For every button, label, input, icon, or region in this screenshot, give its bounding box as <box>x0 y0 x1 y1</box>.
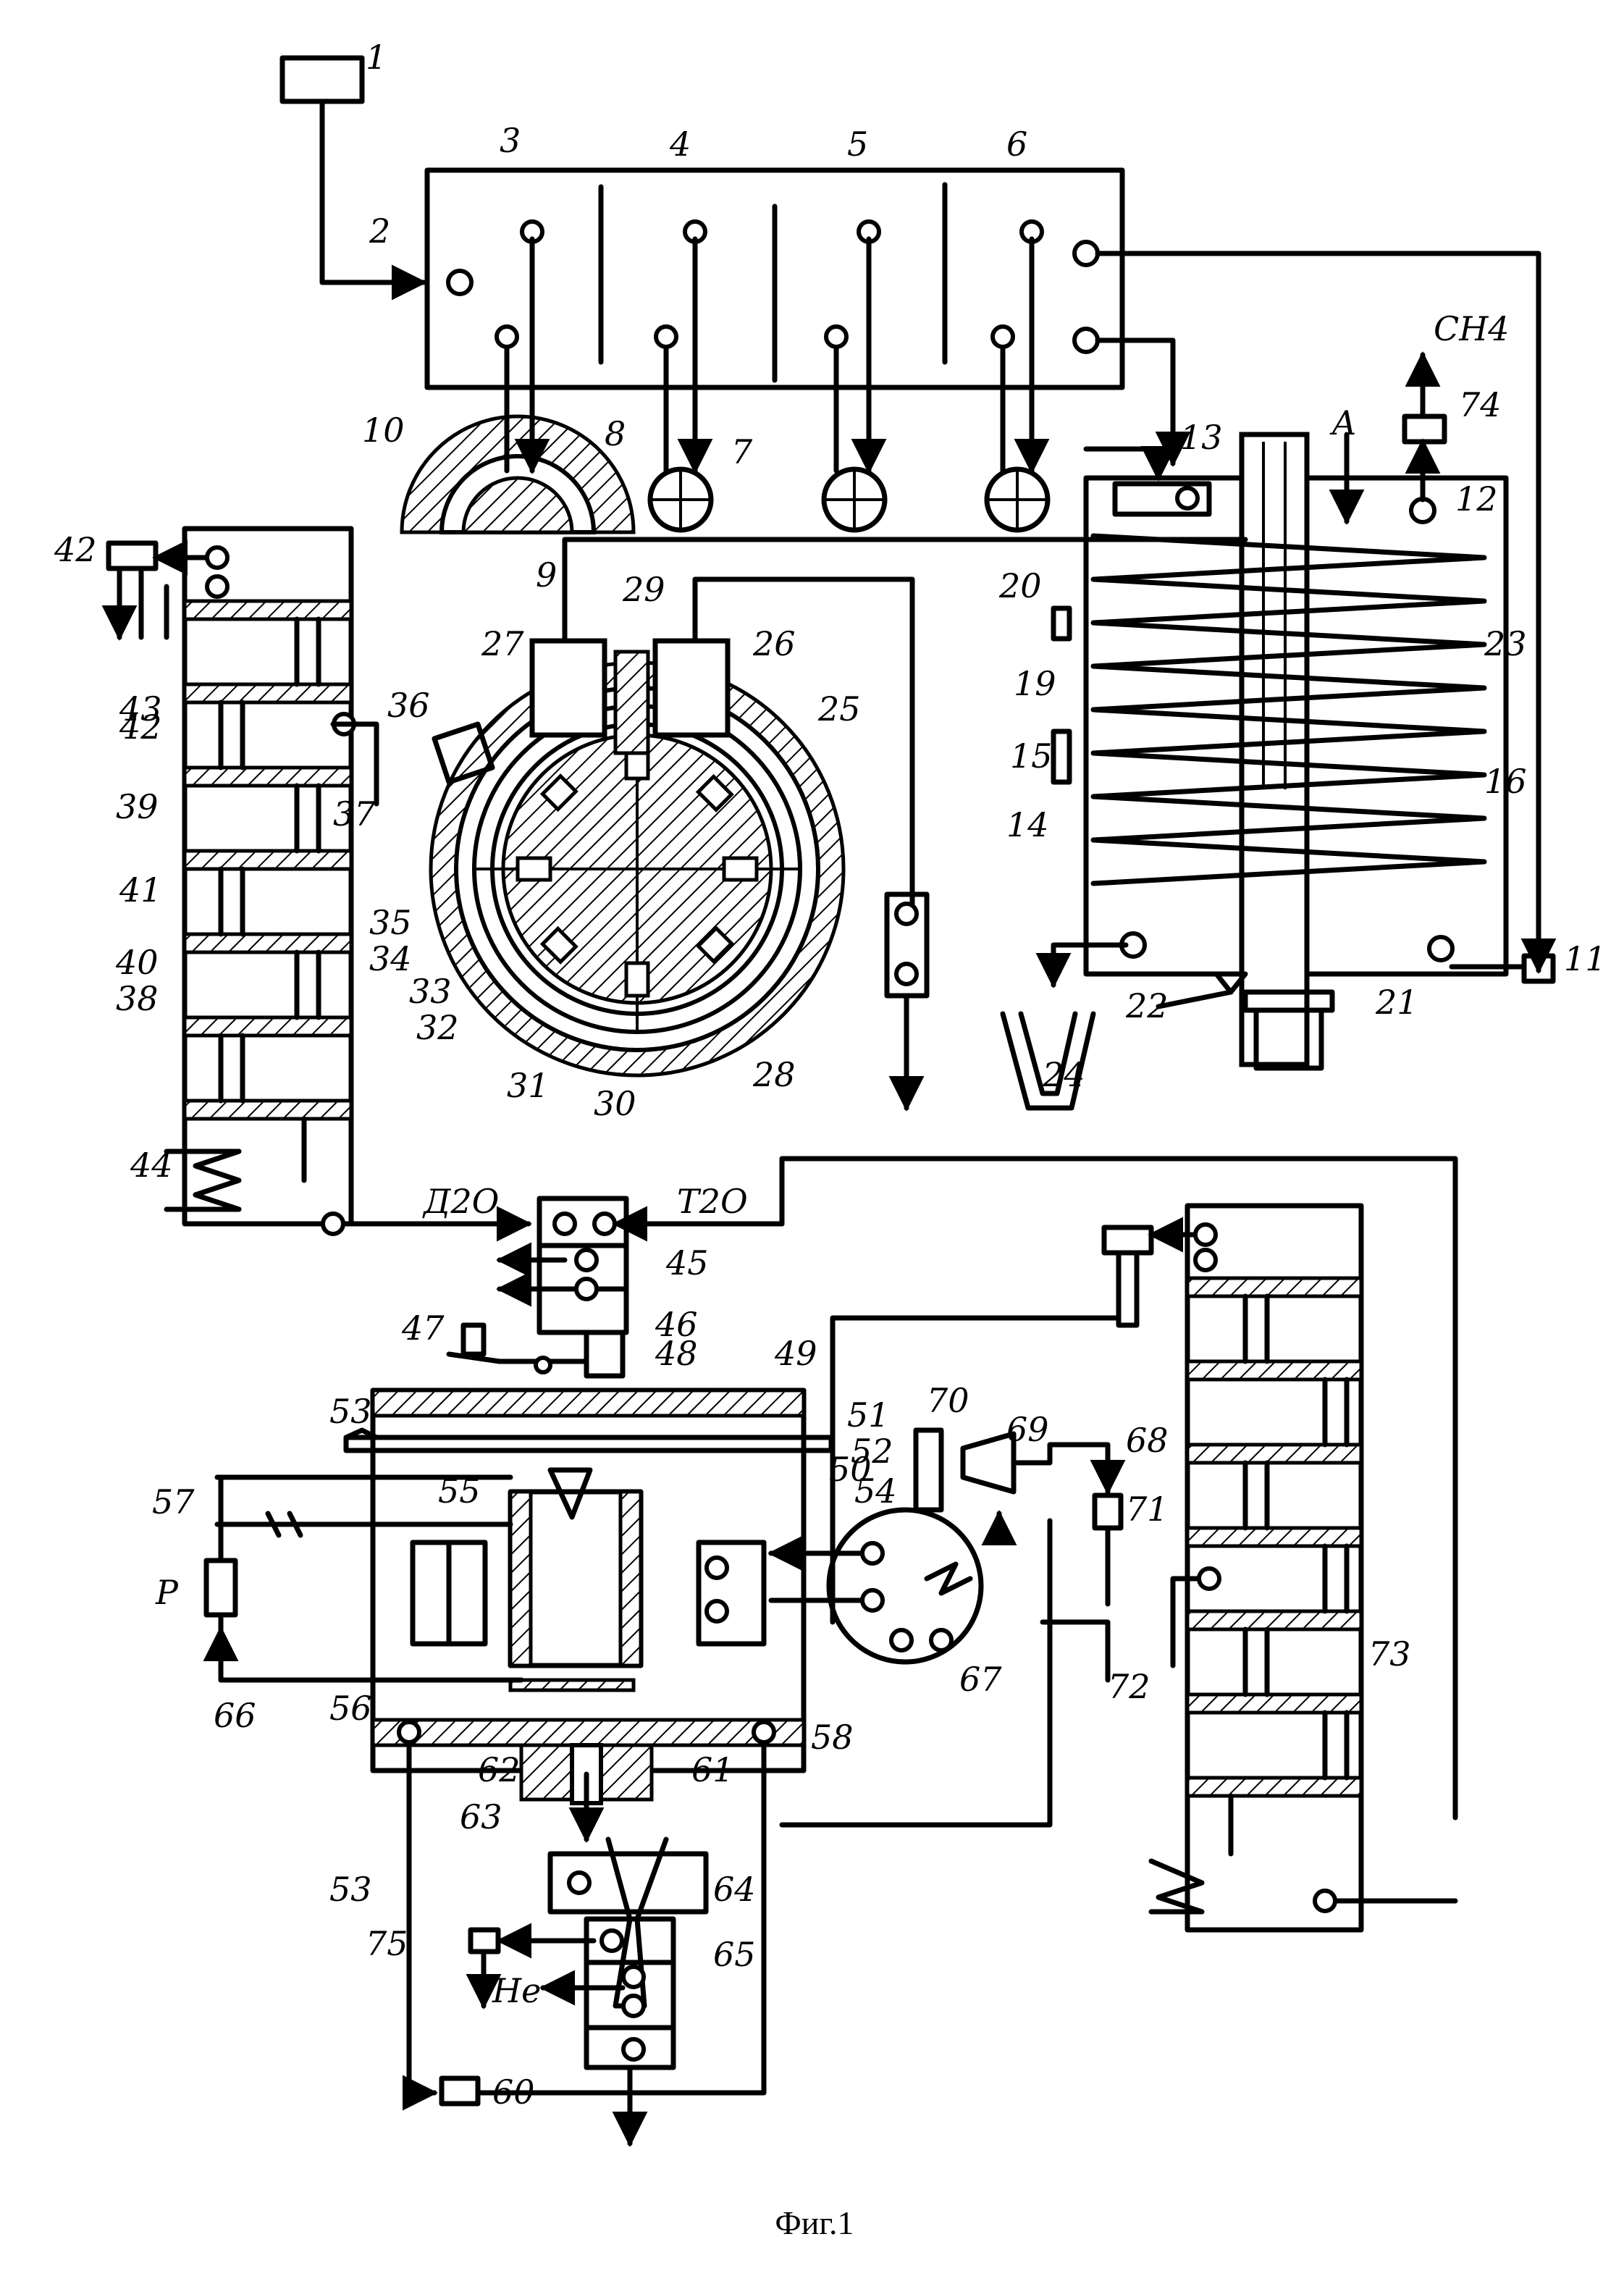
label-66: 66 <box>214 1696 256 1735</box>
label-58: 58 <box>811 1718 854 1757</box>
label-ch4: CH4 <box>1434 309 1510 348</box>
label-71: 71 <box>1126 1490 1169 1529</box>
label-24: 24 <box>1042 1055 1085 1094</box>
label-he: He <box>492 1971 541 2010</box>
label-14: 14 <box>1006 805 1049 844</box>
label-10: 10 <box>362 411 405 450</box>
label-56: 56 <box>329 1689 372 1728</box>
contacts-7 <box>650 239 1048 530</box>
label-20: 20 <box>998 566 1042 605</box>
label-7: 7 <box>731 432 753 471</box>
column-73 <box>1104 1206 1455 1930</box>
label-P: P <box>155 1573 179 1612</box>
label-47: 47 <box>401 1309 445 1348</box>
label-72: 72 <box>1108 1667 1150 1706</box>
label-57: 57 <box>152 1482 195 1521</box>
label-55: 55 <box>438 1471 481 1511</box>
label-73: 73 <box>1368 1634 1411 1674</box>
label-15: 15 <box>1010 736 1053 776</box>
label-6: 6 <box>1006 125 1027 164</box>
label-53a: 53 <box>329 1392 372 1431</box>
label-A: A <box>1329 403 1356 442</box>
label-33: 33 <box>409 972 452 1011</box>
label-74: 74 <box>1459 385 1502 424</box>
reactor-12 <box>1053 355 1553 1068</box>
label-65: 65 <box>713 1935 756 1974</box>
label-23: 23 <box>1484 624 1527 663</box>
label-16: 16 <box>1484 762 1527 801</box>
label-49: 49 <box>774 1334 817 1373</box>
label-5: 5 <box>847 125 868 164</box>
label-30: 30 <box>594 1084 636 1123</box>
label-70: 70 <box>927 1381 969 1420</box>
label-8: 8 <box>605 414 626 453</box>
label-37: 37 <box>333 794 376 833</box>
label-39: 39 <box>116 787 159 826</box>
label-75: 75 <box>366 1924 408 1963</box>
label-d2o: Д2О <box>422 1182 499 1221</box>
figure-caption: Фиг.1 <box>775 2204 854 2241</box>
label-60: 60 <box>492 2073 535 2112</box>
label-69: 69 <box>1006 1410 1049 1449</box>
label-32: 32 <box>416 1008 459 1047</box>
source-block-1 <box>282 58 424 282</box>
label-1: 1 <box>366 38 387 77</box>
label-28: 28 <box>752 1055 796 1094</box>
label-41: 41 <box>119 870 162 910</box>
label-44: 44 <box>130 1146 173 1185</box>
label-3: 3 <box>500 121 521 160</box>
label-25: 25 <box>817 689 861 728</box>
reference-labels: 1 2 3 4 5 6 7 8 9 10 11 12 13 14 15 16 1… <box>54 38 1607 2112</box>
label-40: 40 <box>115 943 159 982</box>
label-38: 38 <box>116 979 159 1018</box>
label-t2o: T2O <box>677 1182 748 1221</box>
label-22: 22 <box>1125 986 1169 1025</box>
label-62: 62 <box>478 1750 521 1789</box>
label-63: 63 <box>460 1797 502 1836</box>
label-34: 34 <box>369 939 412 978</box>
label-27: 27 <box>481 624 524 663</box>
label-53b: 53 <box>329 1870 372 1909</box>
label-4: 4 <box>669 125 691 164</box>
label-21: 21 <box>1375 983 1418 1022</box>
label-13: 13 <box>1180 418 1223 457</box>
label-36: 36 <box>387 686 430 725</box>
label-54: 54 <box>854 1471 897 1511</box>
label-61: 61 <box>691 1750 734 1789</box>
label-48: 48 <box>655 1334 698 1373</box>
label-67: 67 <box>959 1660 1002 1699</box>
label-9: 9 <box>536 555 557 595</box>
label-11: 11 <box>1564 939 1607 978</box>
label-12: 12 <box>1455 479 1498 518</box>
label-42a: 42 <box>54 530 97 569</box>
label-45: 45 <box>665 1243 709 1282</box>
label-68: 68 <box>1126 1421 1169 1460</box>
label-43: 43 <box>119 689 162 728</box>
label-51: 51 <box>847 1395 890 1435</box>
label-2: 2 <box>369 211 390 251</box>
label-29: 29 <box>622 570 665 609</box>
label-31: 31 <box>507 1066 550 1105</box>
label-35: 35 <box>369 903 412 942</box>
label-64: 64 <box>713 1870 756 1909</box>
label-26: 26 <box>752 624 796 663</box>
label-52: 52 <box>851 1432 893 1471</box>
label-19: 19 <box>1014 664 1056 703</box>
